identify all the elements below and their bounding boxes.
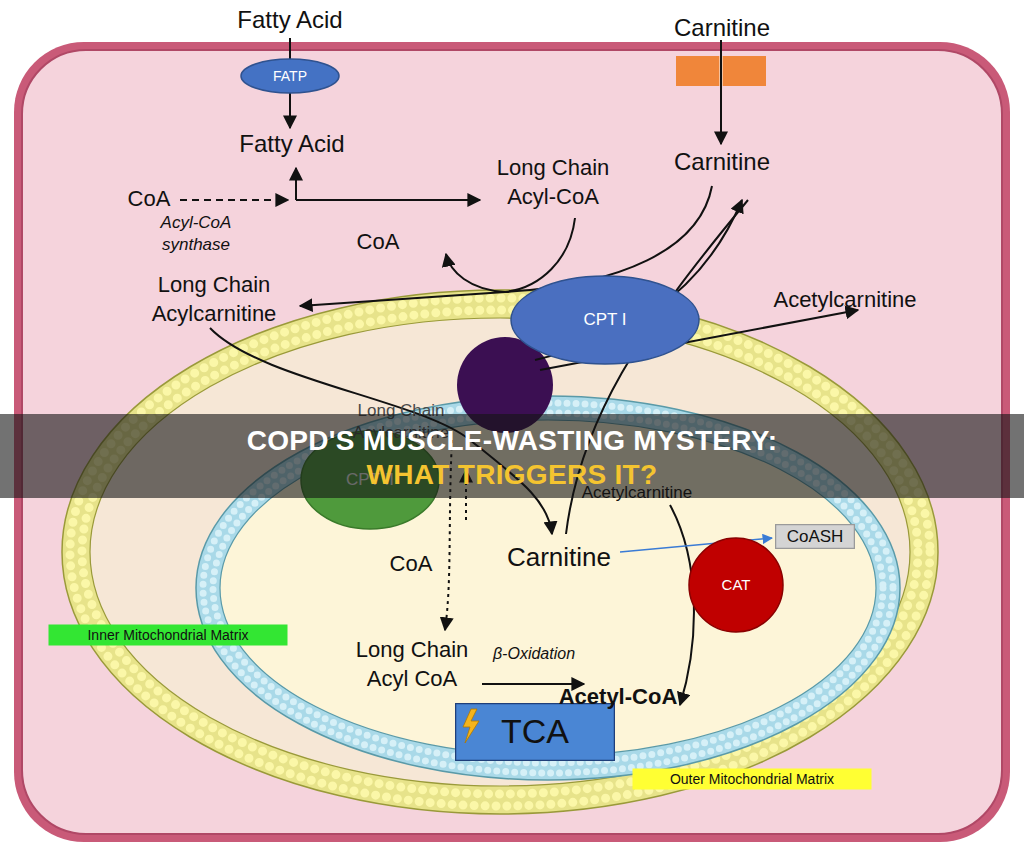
node-text: TCA bbox=[501, 712, 569, 751]
arrow bbox=[300, 292, 505, 306]
node-shape bbox=[49, 625, 288, 646]
arrow bbox=[295, 168, 297, 200]
inner-membrane bbox=[196, 396, 900, 780]
banner-band bbox=[0, 414, 1024, 498]
metabolite-label: Carnitine bbox=[662, 12, 782, 43]
arrow bbox=[720, 40, 722, 144]
node-text: CoASH bbox=[787, 527, 844, 547]
cycle-box: TCA bbox=[455, 703, 615, 761]
metabolite-label: Long Chain Acyl CoA bbox=[344, 636, 480, 693]
node-text: Inner Mitochondrial Matrix bbox=[87, 627, 248, 643]
metabolite-label: Long Chain Acyl-CoA bbox=[476, 154, 630, 211]
node-shape bbox=[511, 276, 699, 364]
arrow bbox=[446, 254, 505, 292]
node-text: CAT bbox=[722, 576, 751, 593]
metabolite-label: β-Oxidation bbox=[478, 644, 590, 665]
node-shape bbox=[633, 769, 872, 790]
lightning-icon bbox=[463, 709, 479, 743]
node-shape bbox=[776, 525, 855, 549]
metabolite-label: Acyl-CoA synthase bbox=[148, 212, 244, 256]
metabolite-label: Carnitine bbox=[662, 146, 782, 177]
arrow bbox=[180, 199, 288, 201]
outer-membrane-heads bbox=[70, 298, 930, 806]
diagram-title: COPD'S MUSCLE-WASTING MYSTERY: WHAT TRIG… bbox=[222, 424, 802, 491]
metabolite-label: Long Chain Acylcarnitine bbox=[126, 271, 302, 328]
metabolite-label: CoA bbox=[348, 228, 408, 257]
node-text: Outer Mitochondrial Matrix bbox=[670, 771, 834, 787]
cytoplasm bbox=[22, 50, 1002, 834]
metabolite-label: Fatty Acid bbox=[220, 4, 360, 35]
outer-membrane bbox=[62, 290, 938, 814]
cofactor-box: CoASH bbox=[775, 524, 855, 549]
metabolite-label: CoA bbox=[118, 185, 180, 214]
region-label-box: Outer Mitochondrial Matrix bbox=[632, 768, 872, 790]
cell-membrane bbox=[14, 42, 1010, 842]
node-shape bbox=[456, 704, 615, 761]
inner-membrane-heads bbox=[213, 413, 883, 763]
inner-membrane-heads bbox=[203, 403, 893, 773]
metabolite-label: Fatty Acid bbox=[222, 128, 362, 159]
node-shape bbox=[241, 59, 339, 93]
metabolite-label: Acetyl-CoA bbox=[556, 683, 680, 712]
enzyme-ellipse: CPT I bbox=[510, 275, 700, 365]
metabolite-label: CoA bbox=[380, 550, 442, 579]
arrow bbox=[670, 505, 694, 705]
node-text: CPT I bbox=[583, 310, 626, 330]
outer-membrane-heads bbox=[82, 310, 918, 794]
metabolite-label: Acetylcarnitine bbox=[762, 286, 928, 315]
intermembrane-space bbox=[90, 318, 910, 786]
enzyme-circle: CAT bbox=[688, 537, 784, 633]
metabolite-label: Carnitine bbox=[492, 541, 626, 575]
node-text: FATP bbox=[273, 68, 307, 84]
arrow bbox=[296, 199, 480, 201]
region-label-box: Inner Mitochondrial Matrix bbox=[48, 624, 288, 646]
transporter-ellipse: FATP bbox=[240, 58, 340, 94]
node-shape bbox=[689, 538, 783, 632]
